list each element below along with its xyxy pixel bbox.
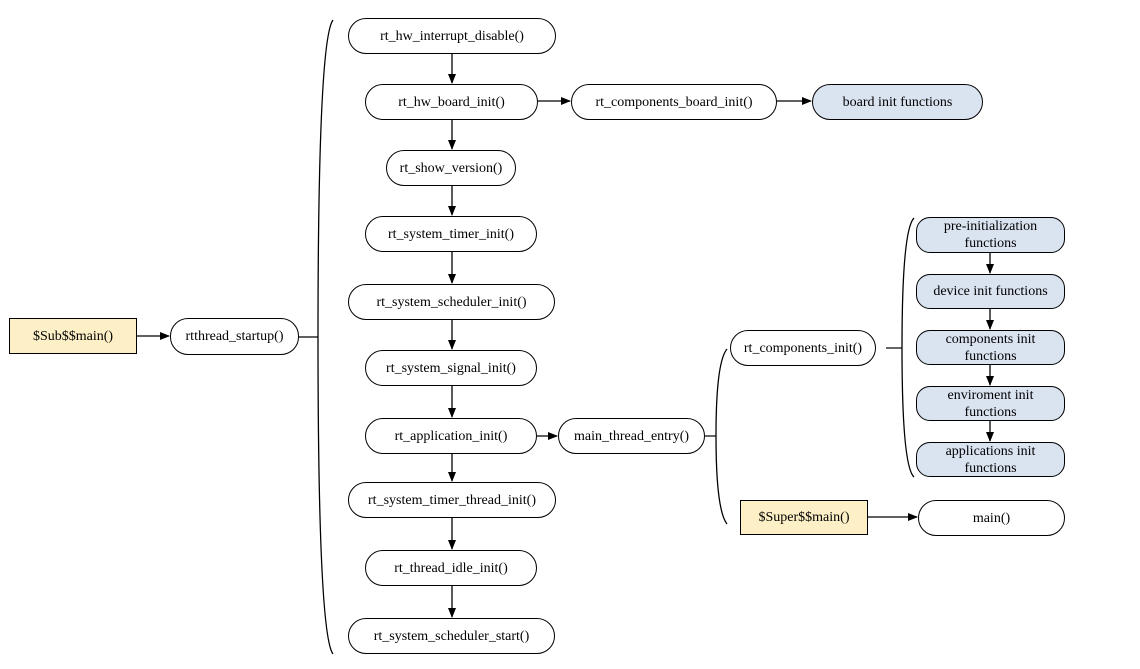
board-init-functions-node[interactable]: board init functions: [812, 84, 983, 120]
pre-initialization-functions-node[interactable]: pre-initialization functions: [916, 217, 1065, 253]
enviroment-init-functions-node[interactable]: enviroment init functions: [916, 386, 1065, 421]
system-timer-thread-init-node[interactable]: rt_system_timer_thread_init(): [348, 482, 556, 518]
system-scheduler-start-node[interactable]: rt_system_scheduler_start(): [348, 618, 555, 654]
main-thread-entry-node[interactable]: main_thread_entry(): [558, 418, 705, 454]
system-timer-init-node[interactable]: rt_system_timer_init(): [365, 216, 537, 252]
system-signal-init-node[interactable]: rt_system_signal_init(): [365, 350, 537, 386]
thread-idle-init-node[interactable]: rt_thread_idle_init(): [365, 550, 537, 586]
super-main-node[interactable]: $Super$$main(): [740, 500, 868, 535]
show-version-node[interactable]: rt_show_version(): [386, 150, 516, 186]
hw-board-init-node[interactable]: rt_hw_board_init(): [365, 84, 538, 120]
rtthread-startup-node[interactable]: rtthread_startup(): [170, 318, 299, 355]
hw-interrupt-disable-node[interactable]: rt_hw_interrupt_disable(): [348, 18, 556, 54]
application-init-node[interactable]: rt_application_init(): [365, 418, 537, 454]
main-node[interactable]: main(): [918, 500, 1065, 536]
components-board-init-node[interactable]: rt_components_board_init(): [571, 84, 777, 120]
applications-init-functions-node[interactable]: applications init functions: [916, 442, 1065, 477]
bracket-components-init: [901, 217, 915, 478]
sub-main-node[interactable]: $Sub$$main(): [9, 318, 137, 354]
device-init-functions-node[interactable]: device init functions: [916, 274, 1065, 309]
system-scheduler-init-node[interactable]: rt_system_scheduler_init(): [348, 284, 555, 320]
bracket-main-thread-entry: [715, 348, 728, 525]
components-init-node[interactable]: rt_components_init(): [730, 330, 876, 366]
components-init-functions-node[interactable]: components init functions: [916, 330, 1065, 365]
bracket-startup: [317, 19, 334, 655]
